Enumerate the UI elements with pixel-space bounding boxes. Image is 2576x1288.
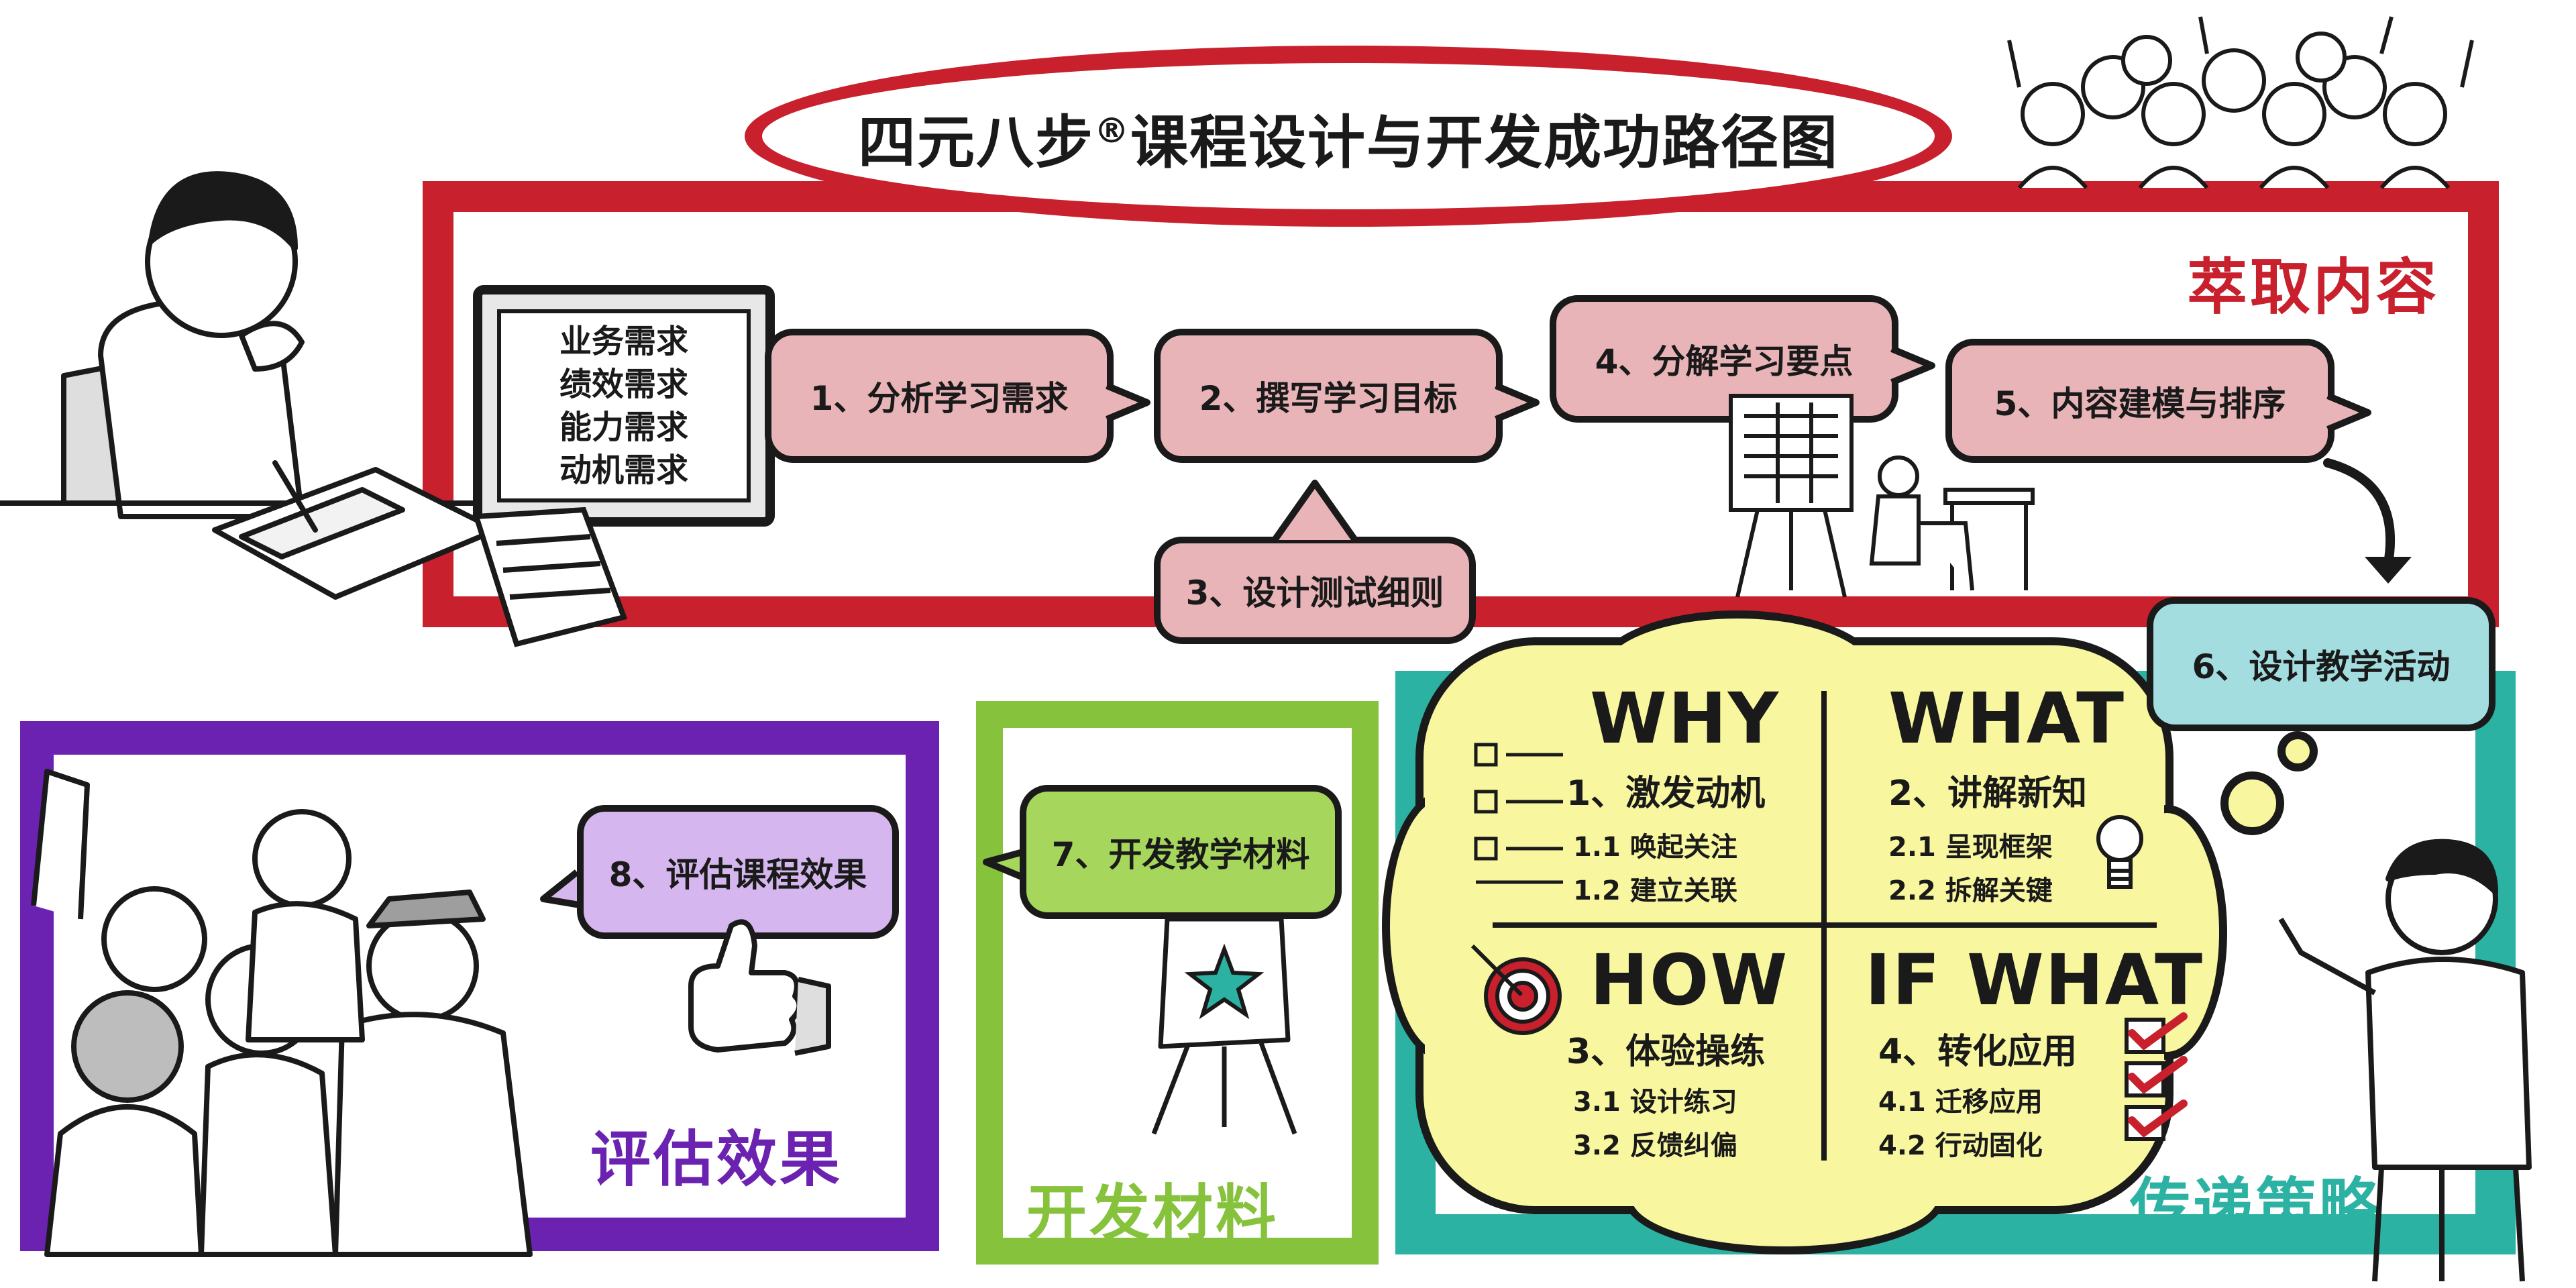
step-3-bubble: 3、设计测试细则 — [1154, 537, 1476, 644]
step-3-label: 3、设计测试细则 — [1185, 574, 1444, 612]
monitor-line-performance: 绩效需求 — [559, 366, 688, 403]
step-7-label: 7、开发教学材料 — [1051, 835, 1310, 874]
why-sub: 1、激发动机 — [1566, 773, 1766, 814]
step-1-label: 1、分析学习需求 — [810, 379, 1069, 418]
ifwhat-item-2: 4.2 行动固化 — [1878, 1130, 2043, 1161]
thought-dot-small — [2277, 731, 2318, 771]
step-8-bubble: 8、评估课程效果 — [577, 805, 899, 939]
page-title: 四元八步®课程设计与开发成功路径图 — [858, 109, 1839, 176]
step-4-bubble: 4、分解学习要点 — [1550, 295, 1898, 423]
flipchart-star-icon — [1151, 916, 1297, 1135]
section-label-develop: 开发材料 — [1026, 1178, 1279, 1248]
why-item-2: 1.2 建立关联 — [1573, 875, 1737, 906]
why-item-1: 1.1 唤起关注 — [1573, 832, 1737, 863]
step-2-bubble: 2、撰写学习目标 — [1154, 329, 1503, 463]
step-7-bubble: 7、开发教学材料 — [1020, 785, 1342, 919]
checkbox-list-icon — [2125, 1012, 2188, 1141]
section-label-deliver: 传递策略 — [2130, 1171, 2382, 1242]
monitor-screen: 业务需求 绩效需求 能力需求 动机需求 — [497, 309, 751, 502]
what-heading: WHAT — [1888, 678, 2126, 759]
monitor: 业务需求 绩效需求 能力需求 动机需求 — [473, 285, 775, 527]
presenter-illustration — [2278, 839, 2532, 1282]
keyboard-illustration — [472, 506, 628, 647]
thinking-man-illustration — [0, 171, 499, 600]
section-label-evaluate: 评估效果 — [590, 1124, 843, 1195]
checklist-icon — [1474, 743, 1563, 884]
step-4-label: 4、分解学习要点 — [1595, 342, 1854, 381]
step-1-bubble: 1、分析学习需求 — [765, 329, 1114, 463]
monitor-line-motivation: 动机需求 — [559, 451, 688, 489]
quadrant-divider-horizontal — [1493, 922, 2157, 928]
people-group-illustration — [31, 769, 533, 1257]
how-sub: 3、体验操练 — [1566, 1032, 1766, 1072]
ifwhat-item-1: 4.1 迁移应用 — [1878, 1087, 2043, 1118]
monitor-line-capability: 能力需求 — [559, 409, 688, 446]
crowd-illustration — [2007, 16, 2474, 189]
lightbulb-icon — [2096, 815, 2143, 889]
step-5-label: 5、内容建模与排序 — [1994, 384, 2286, 423]
what-item-2: 2.2 拆解关键 — [1888, 875, 2053, 906]
step-2-label: 2、撰写学习目标 — [1199, 379, 1458, 418]
how-heading: HOW — [1590, 939, 1789, 1021]
whiteboard-student-illustration — [1729, 394, 2035, 598]
target-icon — [1470, 944, 1562, 1035]
what-item-1: 2.1 呈现框架 — [1888, 832, 2053, 863]
why-heading: WHY — [1590, 678, 1780, 759]
how-item-1: 3.1 设计练习 — [1573, 1087, 1737, 1118]
section-label-extract: 萃取内容 — [2187, 252, 2439, 323]
thought-dot-large — [2220, 771, 2284, 835]
step-8-label: 8、评估课程效果 — [608, 855, 867, 894]
develop-material-frame — [976, 701, 1379, 1265]
step-6-bubble: 6、设计教学活动 — [2147, 597, 2496, 731]
thumbs-up-icon — [688, 919, 831, 1056]
ifwhat-sub: 4、转化应用 — [1878, 1032, 2078, 1072]
ifwhat-heading: IF WHAT — [1865, 939, 2204, 1021]
how-item-2: 3.2 反馈纠偏 — [1573, 1130, 1737, 1161]
step-6-label: 6、设计教学活动 — [2192, 647, 2451, 686]
monitor-line-business: 业务需求 — [559, 323, 688, 360]
what-sub: 2、讲解新知 — [1888, 773, 2088, 814]
step-5-bubble: 5、内容建模与排序 — [1945, 339, 2334, 463]
